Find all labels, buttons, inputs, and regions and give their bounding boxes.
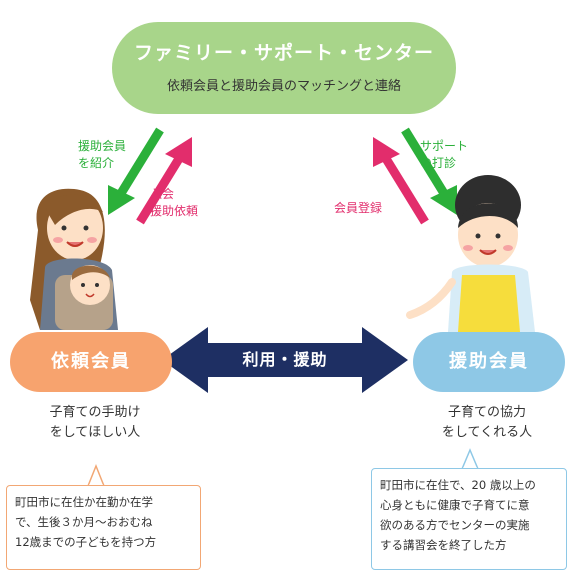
family-support-center-node: ファミリー・サポート・センター 依頼会員と援助会員のマッチングと連絡 [112,22,456,114]
detail-line: 町田市に在住か在勤か在学 [15,495,153,509]
detail-line: で、生後３か月〜おおむね [15,515,153,529]
detail-line: 心身ともに健康で子育てに意 [380,498,530,512]
helper-woman-in-apron-illustration [406,175,535,332]
label-line: 援助会員 [78,139,127,153]
center-subtitle: 依頼会員と援助会員のマッチングと連絡 [166,79,401,94]
requesting-member-description: 子育ての手助け をしてほしい人 [10,403,180,443]
helping-member-node: 援助会員 [413,332,565,392]
desc-line: をしてほしい人 [49,425,141,440]
arrow-pink-left [136,137,192,225]
detail-line: 欲のある方でセンターの実施 [380,518,530,532]
detail-line: 12歳までの子どもを持つ方 [15,535,157,549]
mother-with-baby-illustration [30,188,118,330]
label-join-request: 入会 援助依頼 [150,186,198,220]
middle-arrow-label: 利用・援助 [242,350,328,369]
label-introduce-helper: 援助会員 を紹介 [78,138,126,172]
requesting-member-detail-box: 町田市に在住か在勤か在学 で、生後３か月〜おおむね 12歳までの子どもを持つ方 [6,485,201,570]
label-support-inquiry: サポート の打診 [420,138,468,172]
arrow-green-left [108,127,164,215]
arrow-navy-middle [162,327,408,393]
requesting-member-node: 依頼会員 [10,332,172,392]
label-line: 入会 [150,187,175,201]
label-line: 援助依頼 [150,204,199,218]
detail-line: 町田市に在住で、20 歳以上の [380,478,536,492]
desc-line: 子育ての協力 [447,405,526,420]
label-line: サポート [420,139,469,153]
label-member-registration: 会員登録 [334,201,383,215]
helping-member-detail-box: 町田市に在住で、20 歳以上の 心身ともに健康で子育てに意 欲のある方でセンター… [371,468,567,570]
arrow-green-right [401,127,457,215]
desc-line: をしてくれる人 [441,425,533,440]
label-line: の打診 [420,156,457,170]
helping-member-description: 子育ての協力 をしてくれる人 [402,403,570,443]
label-line: を紹介 [78,156,115,170]
arrow-pink-right [373,137,429,225]
center-title: ファミリー・サポート・センター [133,42,434,64]
desc-line: 子育ての手助け [49,405,141,420]
detail-line: する講習会を終了した方 [380,538,507,552]
